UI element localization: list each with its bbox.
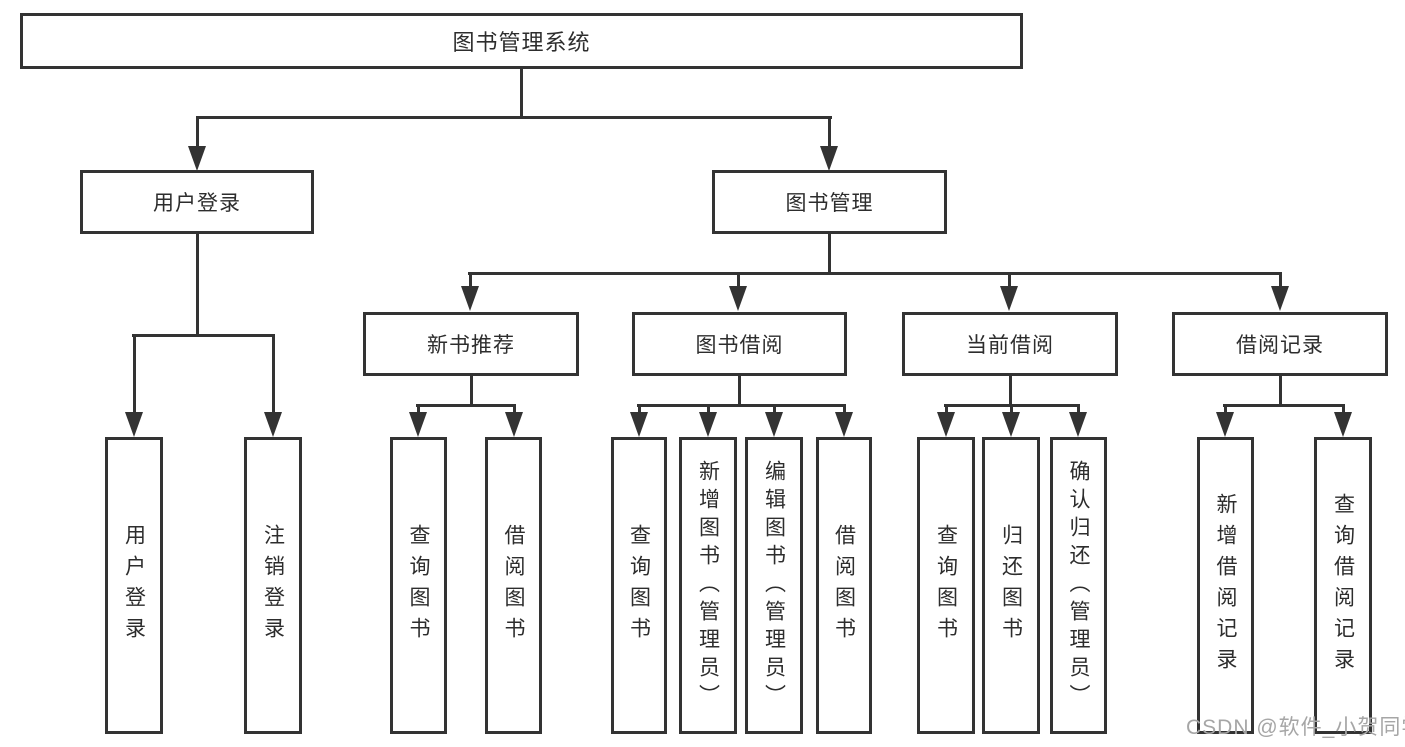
edge-borrow-records-vertical bbox=[1279, 374, 1282, 407]
leaf-current-confirm-return-admin-label: 确认归还（管理员） bbox=[1067, 459, 1090, 712]
arrowhead-records-query bbox=[1334, 412, 1352, 437]
edge-stub-book-management bbox=[828, 116, 831, 148]
edge-stub-book-borrow bbox=[737, 272, 740, 290]
node-book-management: 图书管理 bbox=[712, 170, 947, 234]
edge-stub-leaf-user-login bbox=[133, 334, 136, 414]
arrowhead-current-return bbox=[1002, 412, 1020, 437]
leaf-records-add-record: 新增借阅记录 bbox=[1197, 437, 1254, 734]
edge-root-vertical bbox=[520, 68, 523, 118]
edge-stub-records-add bbox=[1224, 404, 1227, 416]
leaf-logout-label: 注销登录 bbox=[261, 523, 285, 648]
leaf-borrow-query-books-label: 查询图书 bbox=[627, 523, 651, 648]
node-current-borrow: 当前借阅 bbox=[902, 312, 1118, 376]
arrowhead-book-borrow bbox=[729, 286, 747, 311]
edge-level3-horizontal bbox=[468, 272, 1282, 275]
arrowhead-current-query bbox=[937, 412, 955, 437]
edge-records-horizontal bbox=[1223, 404, 1345, 407]
arrowhead-borrow-edit bbox=[765, 412, 783, 437]
leaf-newrec-borrow-books: 借阅图书 bbox=[485, 437, 542, 734]
edge-stub-new-book-recommend bbox=[469, 272, 472, 290]
node-book-borrow: 图书借阅 bbox=[632, 312, 847, 376]
edge-book-management-vertical bbox=[828, 233, 831, 275]
leaf-records-query-record: 查询借阅记录 bbox=[1314, 437, 1372, 734]
arrowhead-borrow-records bbox=[1271, 286, 1289, 311]
arrowhead-new-book-recommend bbox=[461, 286, 479, 311]
node-user-login-label: 用户登录 bbox=[153, 192, 241, 215]
arrowhead-current-confirm bbox=[1069, 412, 1087, 437]
edge-stub-leaf-logout bbox=[272, 334, 275, 414]
edge-new-book-recommend-vertical bbox=[470, 374, 473, 407]
node-new-book-recommend-label: 新书推荐 bbox=[427, 334, 515, 357]
edge-stub-borrow-add bbox=[707, 404, 710, 416]
edge-current-borrow-vertical bbox=[1009, 374, 1012, 407]
leaf-user-login-label: 用户登录 bbox=[122, 523, 146, 648]
arrowhead-borrow-query bbox=[630, 412, 648, 437]
node-new-book-recommend: 新书推荐 bbox=[363, 312, 579, 376]
edge-stub-current-return bbox=[1010, 404, 1013, 416]
edge-stub-borrow-borrow bbox=[843, 404, 846, 416]
leaf-current-return-books-label: 归还图书 bbox=[999, 523, 1023, 648]
edge-newrec-horizontal bbox=[416, 404, 516, 407]
edge-stub-records-query bbox=[1342, 404, 1345, 416]
leaf-borrow-edit-books-admin: 编辑图书（管理员） bbox=[745, 437, 803, 734]
node-borrow-records: 借阅记录 bbox=[1172, 312, 1388, 376]
edge-stub-borrow-edit bbox=[773, 404, 776, 416]
arrowhead-leaf-logout bbox=[264, 412, 282, 437]
arrowhead-borrow-add bbox=[699, 412, 717, 437]
arrowhead-leaf-user-login bbox=[125, 412, 143, 437]
leaf-borrow-borrow-books-label: 借阅图书 bbox=[832, 523, 856, 648]
leaf-records-query-record-label: 查询借阅记录 bbox=[1331, 492, 1355, 679]
arrowhead-current-borrow bbox=[1000, 286, 1018, 311]
node-current-borrow-label: 当前借阅 bbox=[966, 334, 1054, 357]
node-root: 图书管理系统 bbox=[20, 13, 1023, 69]
node-borrow-records-label: 借阅记录 bbox=[1236, 334, 1324, 357]
arrowhead-user-login bbox=[188, 146, 206, 171]
edge-stub-newrec-borrow bbox=[513, 404, 516, 416]
leaf-user-login: 用户登录 bbox=[105, 437, 163, 734]
arrowhead-records-add bbox=[1216, 412, 1234, 437]
node-user-login: 用户登录 bbox=[80, 170, 314, 234]
edge-stub-borrow-records bbox=[1279, 272, 1282, 290]
leaf-current-query-books: 查询图书 bbox=[917, 437, 975, 734]
leaf-newrec-query-books: 查询图书 bbox=[390, 437, 447, 734]
arrowhead-book-management bbox=[820, 146, 838, 171]
arrowhead-newrec-borrow bbox=[505, 412, 523, 437]
edge-stub-user-login bbox=[196, 116, 199, 148]
leaf-borrow-add-books-admin-label: 新增图书（管理员） bbox=[696, 459, 720, 712]
node-book-management-label: 图书管理 bbox=[785, 192, 874, 215]
edge-user-login-vertical bbox=[196, 233, 199, 336]
arrowhead-newrec-query bbox=[409, 412, 427, 437]
leaf-borrow-add-books-admin: 新增图书（管理员） bbox=[679, 437, 737, 734]
edge-stub-current-confirm bbox=[1077, 404, 1080, 416]
edge-borrow-horizontal bbox=[637, 404, 846, 407]
edge-stub-current-query bbox=[945, 404, 948, 416]
arrowhead-borrow-borrow bbox=[835, 412, 853, 437]
leaf-current-return-books: 归还图书 bbox=[982, 437, 1040, 734]
edge-root-horizontal bbox=[196, 116, 832, 119]
leaf-current-confirm-return-admin: 确认归还（管理员） bbox=[1050, 437, 1107, 734]
watermark-text: CSDN @软件_小贺同学 bbox=[1186, 716, 1405, 739]
leaf-current-query-books-label: 查询图书 bbox=[934, 523, 958, 648]
leaf-borrow-borrow-books: 借阅图书 bbox=[816, 437, 872, 734]
leaf-borrow-edit-books-admin-label: 编辑图书（管理员） bbox=[762, 459, 786, 712]
leaf-logout: 注销登录 bbox=[244, 437, 302, 734]
edge-user-login-horizontal bbox=[132, 334, 274, 337]
edge-stub-borrow-query bbox=[638, 404, 641, 416]
leaf-borrow-query-books: 查询图书 bbox=[611, 437, 667, 734]
node-book-borrow-label: 图书借阅 bbox=[695, 334, 784, 357]
leaf-newrec-borrow-books-label: 借阅图书 bbox=[502, 523, 525, 648]
edge-book-borrow-vertical bbox=[738, 374, 741, 407]
leaf-records-add-record-label: 新增借阅记录 bbox=[1214, 492, 1237, 679]
edge-stub-current-borrow bbox=[1008, 272, 1011, 290]
node-root-label: 图书管理系统 bbox=[452, 30, 591, 55]
edge-stub-newrec-query bbox=[417, 404, 420, 416]
leaf-newrec-query-books-label: 查询图书 bbox=[407, 523, 430, 648]
